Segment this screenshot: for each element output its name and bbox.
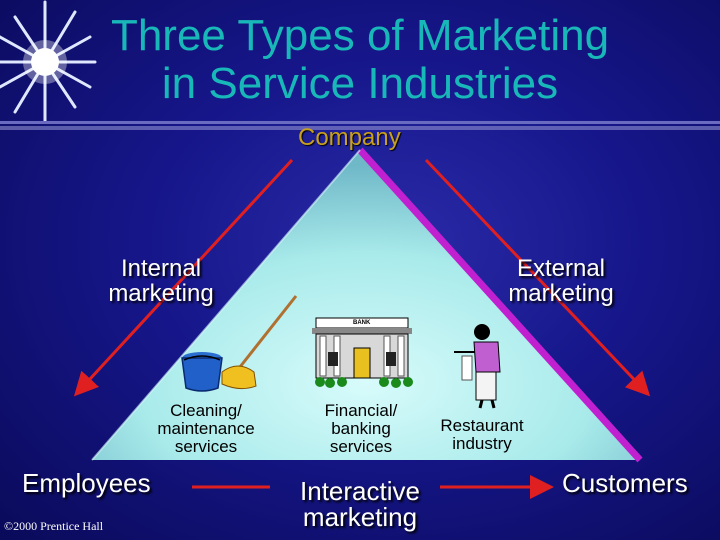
external-marketing-label: External marketing: [486, 256, 636, 306]
financial-line-3: services: [329, 437, 393, 456]
financial-line-2: banking: [331, 419, 391, 438]
external-marketing-arrow: [424, 158, 651, 397]
triangle-right-edge: [357, 147, 643, 463]
bucket-mop-icon: [181, 295, 298, 392]
external-line-1: External: [516, 255, 606, 282]
cleaning-services-label: Cleaning/ maintenance services: [136, 402, 276, 456]
interactive-line-1: Interactive: [300, 476, 420, 506]
cleaning-line-1: Cleaning/: [170, 401, 242, 420]
financial-line-1: Financial/: [324, 401, 398, 420]
title-rule: [0, 121, 720, 130]
financial-services-label: Financial/ banking services: [294, 402, 428, 456]
bank-sign-text: BANK: [353, 320, 371, 326]
restaurant-industry-label: Restaurant industry: [420, 417, 544, 453]
waiter-icon: [454, 324, 501, 409]
title-line-2: in Service Industries: [161, 59, 559, 108]
interactive-marketing-label: Interactive marketing: [284, 478, 436, 530]
employees-label: Employees: [22, 468, 151, 498]
internal-line-2: marketing: [108, 280, 214, 307]
internal-marketing-label: Internal marketing: [86, 256, 236, 306]
internal-line-1: Internal: [120, 255, 202, 282]
cleaning-line-2: maintenance: [157, 419, 255, 438]
internal-marketing-arrow: [73, 158, 294, 397]
restaurant-line-2: industry: [452, 434, 512, 453]
cleaning-line-3: services: [174, 437, 238, 456]
restaurant-line-1: Restaurant: [440, 416, 524, 435]
bank-building-icon: [312, 317, 413, 388]
external-line-2: marketing: [508, 280, 614, 307]
starburst-logo: [0, 0, 97, 124]
page-title: Three Types of Marketing in Service Indu…: [0, 12, 720, 108]
copyright-notice: ©2000 Prentice Hall: [4, 519, 104, 533]
customers-label: Customers: [562, 468, 688, 498]
interactive-line-2: marketing: [302, 502, 418, 532]
company-label: Company: [298, 124, 401, 151]
title-line-1: Three Types of Marketing: [110, 11, 610, 60]
